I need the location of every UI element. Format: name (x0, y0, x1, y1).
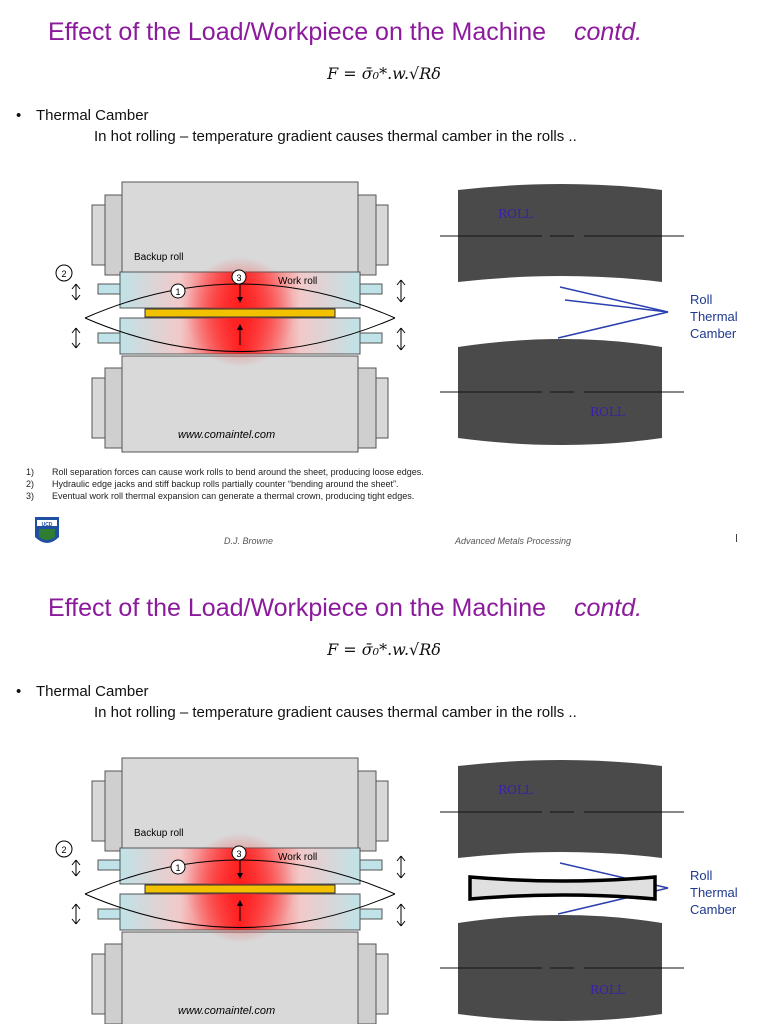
rolling-force-formula: F = σ̄₀*.w.√Rδ (327, 640, 441, 659)
note-3: 3)Eventual work roll thermal expansion c… (26, 491, 415, 501)
callout-3: 3 (236, 849, 241, 859)
backup-roll-label: Backup roll (134, 828, 183, 839)
callout-3: 3 (236, 273, 241, 283)
roll-top-label: ROLL (498, 207, 533, 221)
work-roll-label: Work roll (278, 276, 317, 287)
footer-author: D.J. Browne (224, 536, 274, 546)
footer-course: Advanced Metals Processing (455, 536, 572, 546)
camber-label-line3: Camber (690, 902, 737, 917)
callout-2: 2 (61, 845, 66, 855)
slide-1: Effect of the Load/Workpiece on the Mach… (16, 18, 738, 546)
rolling-mill-figure: Backup roll www.comaintel.com Work roll (55, 757, 406, 1024)
camber-label-line1: Roll (690, 292, 713, 307)
title-text: Effect of the Load/Workpiece on the Mach… (48, 18, 546, 46)
note-1: 1)Roll separation forces can cause work … (26, 467, 424, 477)
top-roll-shape (458, 760, 662, 858)
bullet-text: Thermal Camber (36, 107, 149, 124)
slide-2-figures: Backup roll www.comaintel.com Work roll (55, 757, 738, 1024)
camber-label-line2: Thermal (690, 309, 738, 324)
bullet-dot: • (16, 683, 22, 700)
thermal-camber-diagram: ROLL ROLL Roll Thermal Camber (440, 760, 738, 1021)
bullet-thermal-camber: • Thermal Camber (16, 683, 149, 700)
backup-roll-label: Backup roll (134, 252, 183, 263)
callout-1: 1 (175, 287, 180, 297)
top-roll-shape (458, 184, 662, 282)
bullet-dot: • (16, 107, 22, 124)
camber-label-line3: Camber (690, 326, 737, 341)
callout-1: 1 (175, 863, 180, 873)
sub-bullet-text: In hot rolling – temperature gradient ca… (94, 128, 577, 145)
camber-label-line2: Thermal (690, 885, 738, 900)
title-suffix: contd. (574, 594, 643, 622)
thermal-camber-diagram: ROLL ROLL Roll Thermal Camber (440, 184, 738, 445)
camber-label-line1: Roll (690, 868, 713, 883)
slide-2: Effect of the Load/Workpiece on the Mach… (0, 576, 768, 1024)
figure-notes: 1)Roll separation forces can cause work … (26, 466, 424, 502)
website-label: www.comaintel.com (178, 1005, 275, 1017)
slide-1-figures: Backup roll www.comaintel.com Work roll (55, 181, 738, 453)
bullet-text: Thermal Camber (36, 683, 149, 700)
page-mark (736, 534, 737, 542)
callout-2: 2 (61, 269, 66, 279)
deformed-strip-shape (468, 875, 657, 901)
slide-title: Effect of the Load/Workpiece on the Mach… (48, 18, 642, 47)
hot-strip (144, 308, 336, 318)
roll-bottom-label: ROLL (590, 405, 625, 419)
bottom-backup-roll (121, 931, 359, 1024)
rolling-mill-figure: Backup roll www.comaintel.com Work roll (55, 181, 406, 453)
sub-bullet-text: In hot rolling – temperature gradient ca… (94, 704, 577, 721)
roll-top-label: ROLL (498, 783, 533, 797)
slide-title: Effect of the Load/Workpiece on the Mach… (48, 594, 642, 623)
title-suffix: contd. (574, 18, 643, 46)
rolling-force-formula: F = σ̄₀*.w.√Rδ (327, 64, 441, 83)
bottom-backup-roll (121, 355, 359, 453)
roll-bottom-label: ROLL (590, 983, 625, 997)
svg-text:UCD: UCD (42, 522, 53, 528)
ucd-logo-icon: UCD (35, 517, 59, 543)
work-roll-label: Work roll (278, 852, 317, 863)
note-2: 2)Hydraulic edge jacks and stiff backup … (26, 479, 399, 489)
website-label: www.comaintel.com (178, 429, 275, 441)
bullet-thermal-camber: • Thermal Camber (16, 107, 149, 124)
title-text: Effect of the Load/Workpiece on the Mach… (48, 594, 546, 622)
hot-strip (144, 884, 336, 894)
